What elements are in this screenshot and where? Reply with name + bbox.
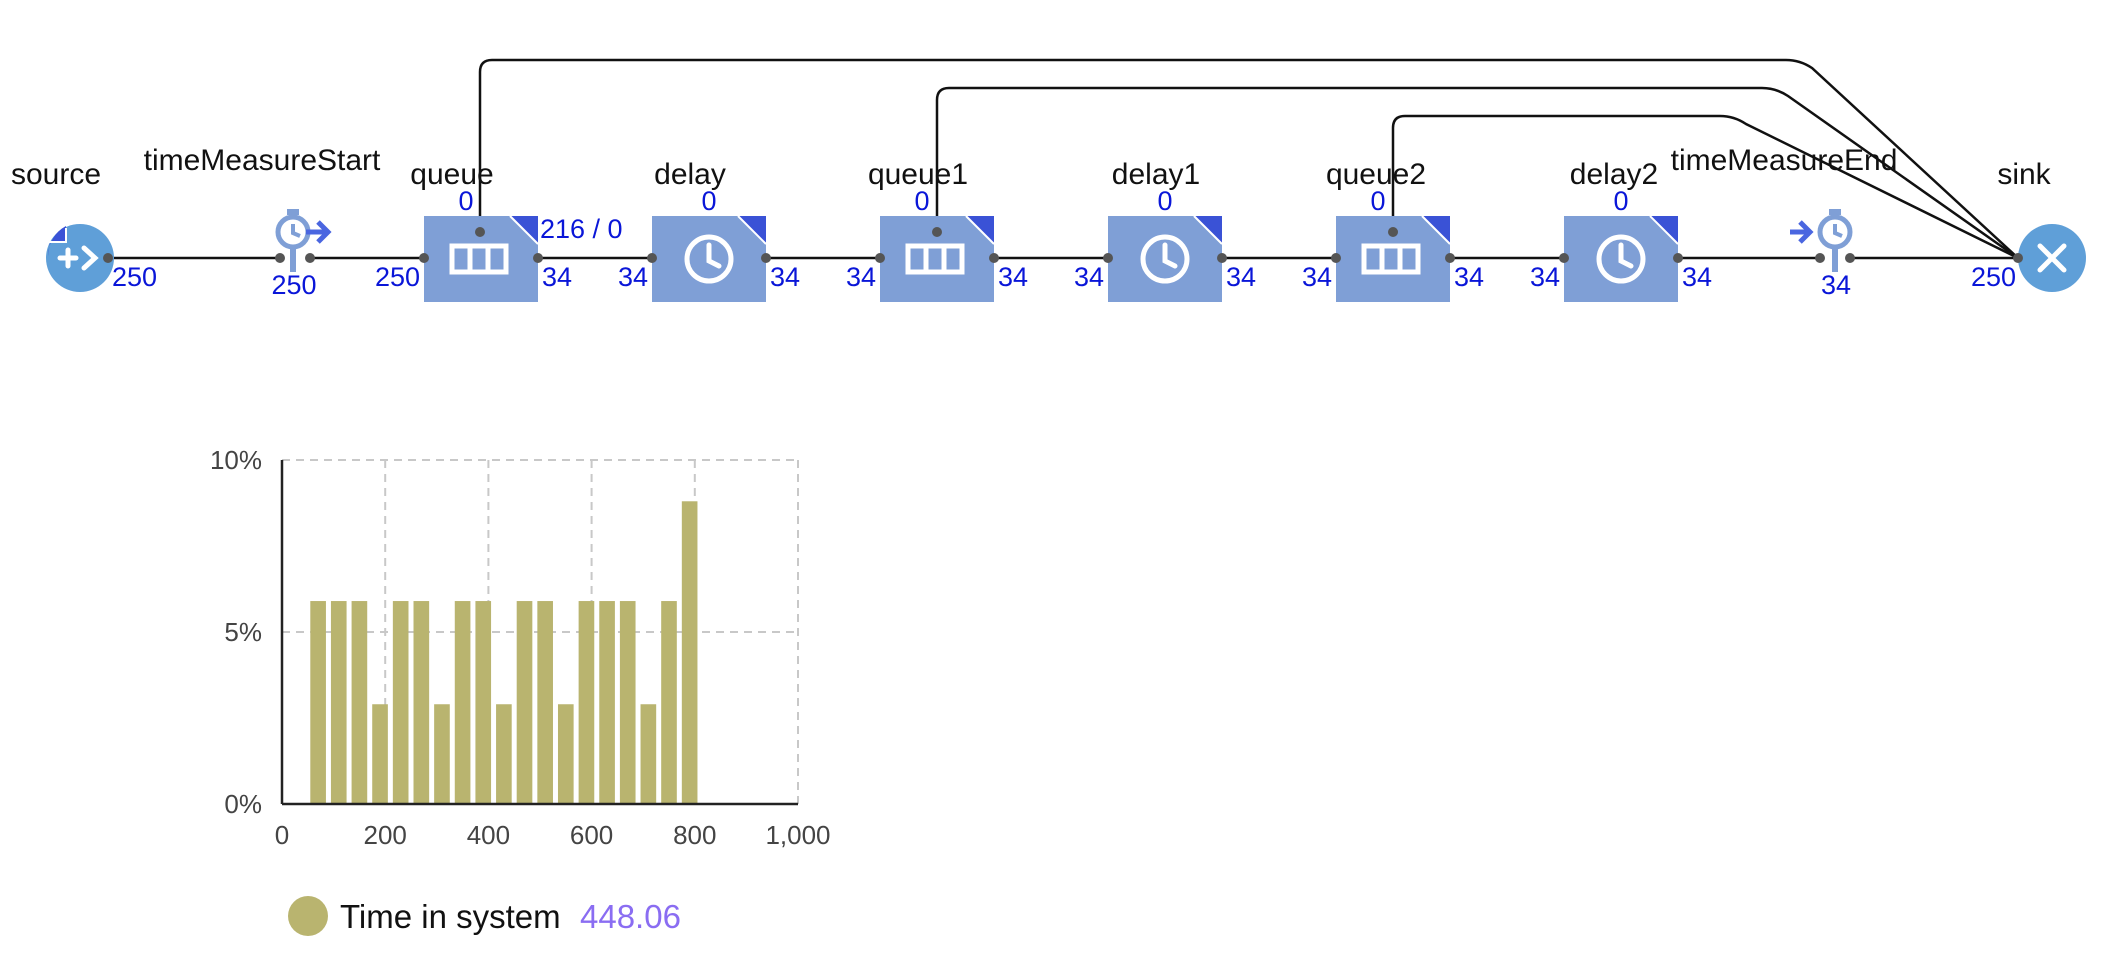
histogram-bar (310, 601, 326, 804)
stopwatch-start-icon (275, 209, 332, 272)
time-measure-end-block[interactable]: 34 (1790, 209, 1853, 300)
queue1-label: queue1 (868, 158, 968, 191)
histogram-bar (661, 601, 677, 804)
delay2-count-in: 34 (1530, 262, 1560, 292)
connectors (108, 58, 2019, 260)
y-tick-label: 5% (224, 617, 262, 647)
histogram-chart: 0 200 400 600 800 1,000 0% 5% 10% Time in system… (210, 445, 831, 936)
queue-capacity: 216 / 0 (540, 214, 623, 244)
queue-count-top: 0 (458, 186, 473, 216)
sink-label: sink (1997, 158, 2051, 191)
time-measure-end-label: timeMeasureEnd (1671, 144, 1898, 177)
tme-count: 34 (1821, 270, 1851, 300)
x-tick-label: 400 (467, 820, 510, 850)
queue2-count-in: 34 (1302, 262, 1332, 292)
histogram-bar (372, 704, 388, 804)
clock-icon (684, 234, 734, 284)
chart-bars (310, 501, 698, 804)
legend-label: Time in system (340, 898, 561, 935)
source-label: source (11, 158, 101, 191)
delay1-count-top: 0 (1157, 186, 1172, 216)
y-tick-label: 0% (224, 789, 262, 819)
ports (103, 227, 2023, 263)
histogram-bar (599, 601, 615, 804)
delay-block[interactable]: 0 34 34 (618, 186, 800, 302)
delay2-label: delay2 (1570, 158, 1658, 191)
link-queue1-timeout-sink (935, 86, 2019, 260)
queue-count-out: 34 (542, 262, 572, 292)
block-labels: source timeMeasureStart queue delay queu… (11, 144, 2052, 191)
histogram-bar (681, 501, 698, 804)
queue-icon (905, 243, 965, 275)
chart-ticks: 0 200 400 600 800 1,000 0% 5% 10% (210, 445, 831, 850)
queue2-count-top: 0 (1370, 186, 1385, 216)
source-plus-arrow-icon (57, 245, 99, 271)
delay1-block[interactable]: 0 34 34 (1074, 186, 1256, 302)
histogram-bar (619, 601, 636, 804)
delay2-block[interactable]: 0 34 34 (1530, 186, 1712, 302)
x-tick-label: 0 (275, 820, 289, 850)
x-tick-label: 600 (570, 820, 613, 850)
histogram-bar (516, 601, 533, 804)
legend-swatch (288, 896, 328, 936)
histogram-bar (351, 601, 368, 804)
chart-axes (280, 460, 798, 806)
x-tick-label: 1,000 (765, 820, 830, 850)
x-tick-label: 800 (673, 820, 716, 850)
queue-block[interactable]: 0 216 / 0 250 34 (375, 186, 623, 302)
time-measure-start-label: timeMeasureStart (144, 144, 381, 177)
delay1-count-in: 34 (1074, 262, 1104, 292)
link-queue-timeout-sink (478, 58, 2019, 259)
histogram-bar (413, 601, 430, 804)
chart-legend: Time in system 448.06 (288, 896, 681, 936)
histogram-bar (537, 601, 553, 804)
sink-block[interactable]: 250 (1971, 224, 2086, 292)
time-measure-start-block[interactable]: 250 (271, 209, 332, 300)
clock-icon (1596, 234, 1646, 284)
clock-icon (1140, 234, 1190, 284)
delay2-count-top: 0 (1613, 186, 1628, 216)
delay-count-in: 34 (618, 262, 648, 292)
queue1-count-out: 34 (998, 262, 1028, 292)
sink-x-icon (2037, 243, 2067, 273)
queue1-count-top: 0 (914, 186, 929, 216)
stopwatch-end-icon (1790, 209, 1853, 272)
histogram-bar (434, 704, 450, 804)
histogram-bar (578, 601, 595, 804)
delay2-count-out: 34 (1682, 262, 1712, 292)
histogram-bar (392, 601, 409, 804)
queue1-count-in: 34 (846, 262, 876, 292)
delay-count-out: 34 (770, 262, 800, 292)
source-count-out: 250 (112, 262, 157, 292)
queue2-count-out: 34 (1454, 262, 1484, 292)
delay-label: delay (654, 158, 726, 191)
histogram-bar (330, 601, 347, 804)
histogram-bar (557, 704, 574, 804)
sink-count-in: 250 (1971, 262, 2016, 292)
queue-icon (1361, 243, 1421, 275)
histogram-bar (496, 704, 512, 804)
legend-value: 448.06 (580, 898, 681, 935)
queue-icon (449, 243, 509, 275)
histogram-bar (454, 601, 471, 804)
queue-label: queue (410, 158, 493, 191)
queue2-label: queue2 (1326, 158, 1426, 191)
histogram-bar (640, 704, 657, 804)
x-tick-label: 200 (364, 820, 407, 850)
histogram-bar (475, 601, 492, 804)
source-block[interactable]: 250 (46, 224, 157, 292)
delay1-label: delay1 (1112, 158, 1200, 191)
link-queue2-timeout-sink (1391, 114, 2019, 260)
delay1-count-out: 34 (1226, 262, 1256, 292)
tms-count: 250 (271, 270, 316, 300)
delay-count-top: 0 (701, 186, 716, 216)
queue-count-in: 250 (375, 262, 420, 292)
y-tick-label: 10% (210, 445, 262, 475)
